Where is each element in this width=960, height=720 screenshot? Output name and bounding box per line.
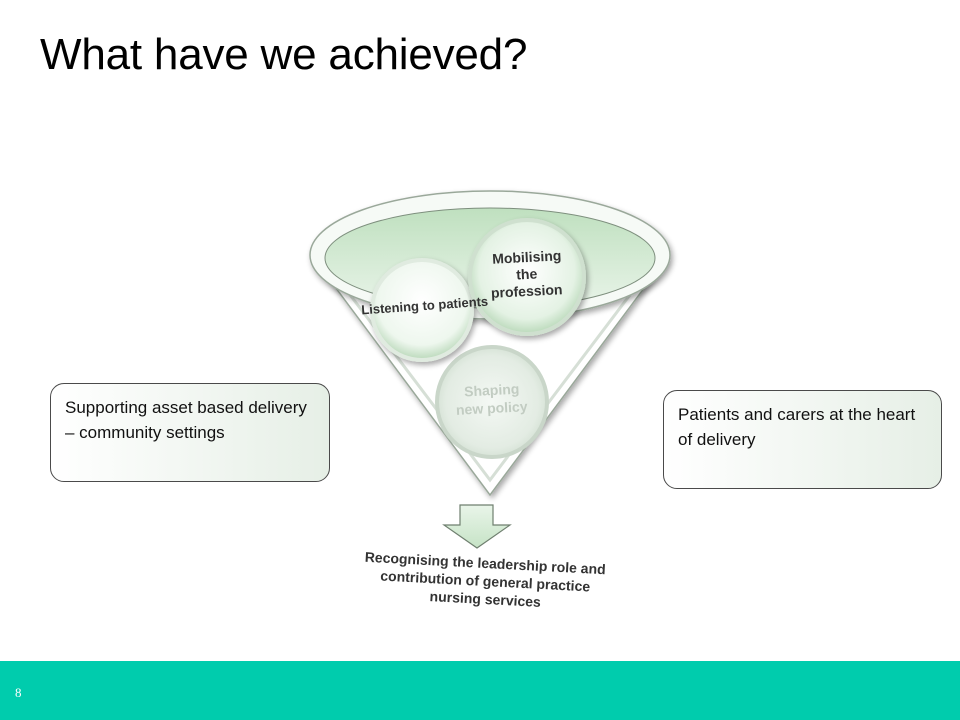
circle-mobilising-the-profession	[468, 218, 586, 336]
funnel-diagram: Mobilising the profession Listening to p…	[309, 190, 671, 610]
left-callout-text: Supporting asset based delivery – commun…	[65, 398, 307, 442]
right-callout-box: Patients and carers at the heart of deli…	[663, 390, 942, 489]
outcome-line3: nursing services	[429, 588, 541, 610]
label-mobilising-line3: profession	[491, 281, 563, 301]
label-shaping-line2: new policy	[456, 398, 529, 418]
label-mobilising-line1: Mobilising	[492, 247, 562, 267]
page-number: 8	[15, 685, 22, 700]
down-arrow-icon	[442, 504, 512, 549]
slide-title: What have we achieved?	[40, 30, 528, 79]
footer-bar: 8	[0, 661, 960, 720]
label-mobilising-line2: the	[516, 265, 538, 282]
circle-listening-to-patients	[370, 258, 474, 362]
circle-shaping-new-policy	[435, 345, 549, 459]
label-shaping-line1: Shaping	[464, 381, 520, 400]
right-callout-text: Patients and carers at the heart of deli…	[678, 405, 916, 449]
left-callout-box: Supporting asset based delivery – commun…	[50, 383, 330, 482]
